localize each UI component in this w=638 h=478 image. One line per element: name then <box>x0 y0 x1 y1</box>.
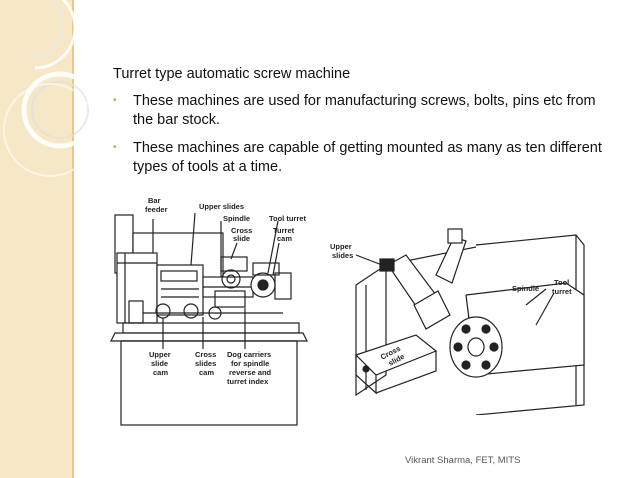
label-cross-slides-cam: Cross <box>195 350 216 359</box>
bullet-text: These machines are used for manufacturin… <box>133 93 596 128</box>
label-upper-slides: slides <box>332 251 353 260</box>
label-tool-turret: Tool turret <box>269 214 306 223</box>
label-upper-slide-cam: cam <box>153 368 168 377</box>
label-upper-slides: Upper <box>330 242 352 251</box>
bullet-item: • These machines are used for manufactur… <box>113 92 618 129</box>
bullet-item: • These machines are capable of getting … <box>113 139 618 176</box>
side-strip-edge <box>72 0 74 478</box>
slide-title: Turret type automatic screw machine <box>113 66 351 82</box>
label-spindle: Spindle <box>223 214 250 223</box>
label-upper-slide-cam: Upper <box>149 350 171 359</box>
label-cross-slides-cam: slides <box>195 359 216 368</box>
label-turret-cam: cam <box>277 234 292 243</box>
turret-detail-diagram: Upper slides Spindle Tool turret Cross s… <box>330 228 585 415</box>
label-upper-slide-cam: slide <box>151 359 168 368</box>
footer-credit: Vikrant Sharma, FET, MITS <box>405 455 521 466</box>
label-cross-slide: slide <box>233 234 250 243</box>
label-cross-slide: Cross <box>231 226 252 235</box>
label-dog-carriers: Dog carriers <box>227 350 271 359</box>
label-dog-carriers: reverse and <box>229 368 272 377</box>
screw-machine-diagram: Bar feeder Upper slides Spindle Tool tur… <box>110 196 308 426</box>
machine-drawing <box>110 212 308 426</box>
bullet-icon: • <box>113 95 117 106</box>
label-bar-feeder: feeder <box>145 205 168 214</box>
label-dog-carriers: turret index <box>227 377 269 386</box>
label-spindle: Spindle <box>512 284 539 293</box>
bullet-list: • These machines are used for manufactur… <box>113 92 618 186</box>
detail-drawing <box>354 228 585 415</box>
decorative-rings <box>3 0 99 177</box>
label-dog-carriers: for spindle <box>231 359 269 368</box>
label-tool-turret: turret <box>552 287 572 296</box>
left-diagram-labels: Bar feeder Upper slides Spindle Tool tur… <box>145 196 306 386</box>
decorative-side-strip <box>0 0 72 478</box>
bullet-icon: • <box>113 142 117 153</box>
label-upper-slides: Upper slides <box>199 202 244 211</box>
label-turret-cam: Turret <box>273 226 295 235</box>
bullet-text: These machines are capable of getting mo… <box>133 140 602 175</box>
label-tool-turret: Tool <box>554 278 569 287</box>
label-bar-feeder: Bar <box>148 196 161 205</box>
label-cross-slides-cam: cam <box>199 368 214 377</box>
